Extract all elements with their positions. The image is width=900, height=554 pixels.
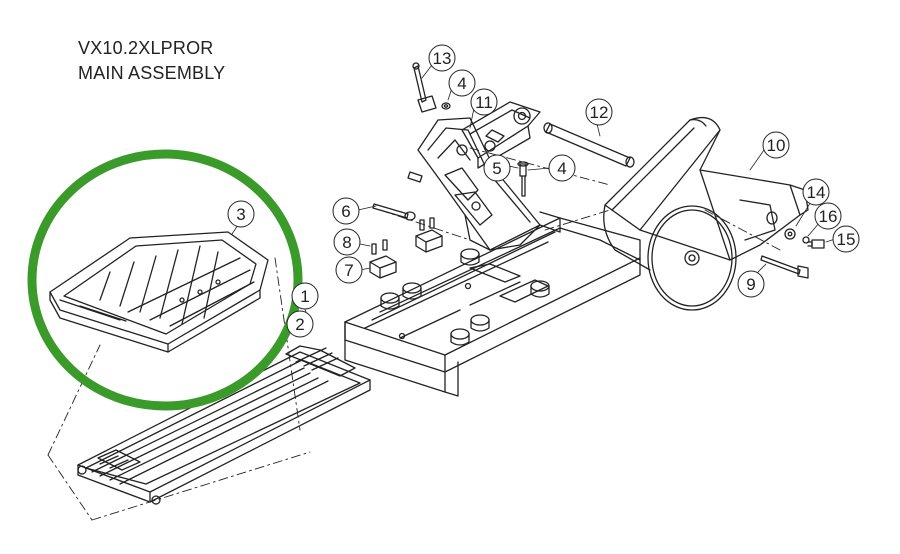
callout-c14: 14 <box>802 178 830 206</box>
callout-circle <box>333 228 361 256</box>
callout-c16: 16 <box>814 202 842 230</box>
callout-number: 13 <box>433 49 452 68</box>
assembly-subtitle: MAIN ASSEMBLY <box>78 63 226 83</box>
callout-number: 16 <box>819 207 838 226</box>
callout-number: 5 <box>492 159 501 178</box>
callout-c4b: 4 <box>548 154 576 182</box>
main-frame <box>344 211 641 397</box>
adjustment-handle <box>412 62 451 113</box>
bolt-15 <box>807 239 825 249</box>
callout-c8: 8 <box>333 228 361 256</box>
spacer-blocks-7 <box>369 229 443 279</box>
platform-part-3 <box>49 231 269 353</box>
callout-circle <box>762 131 790 159</box>
callout-c10: 10 <box>762 131 790 159</box>
guide-rod <box>543 122 635 168</box>
callout-number: 12 <box>590 103 609 122</box>
screws-8 <box>371 217 435 255</box>
callout-number: 4 <box>457 74 466 93</box>
callout-c3: 3 <box>227 200 255 228</box>
rubber-feet <box>380 248 550 346</box>
bolt-9 <box>760 255 809 279</box>
callout-number: 2 <box>295 315 304 334</box>
washer-14 <box>784 228 796 240</box>
callout-number: 3 <box>236 205 245 224</box>
callout-c7: 7 <box>335 256 363 284</box>
callout-circle <box>470 88 498 116</box>
callout-circle <box>428 44 456 72</box>
wheel-motor-assembly <box>603 116 809 311</box>
callout-circle <box>585 98 613 126</box>
callout-c15: 15 <box>832 225 860 253</box>
callout-number: 10 <box>767 136 786 155</box>
bolt-5 <box>517 161 529 197</box>
callout-number: 11 <box>475 93 493 112</box>
callout-c1: 1 <box>291 282 319 310</box>
callout-circle <box>483 154 511 182</box>
callout-number: 15 <box>837 230 856 249</box>
construction-lines <box>47 147 781 521</box>
callout-c11: 11 <box>470 88 498 116</box>
callout-circle <box>291 282 319 310</box>
base-rail <box>77 345 371 505</box>
callout-number: 7 <box>344 261 353 280</box>
callout-circle <box>832 225 860 253</box>
callout-circle <box>227 200 255 228</box>
callout-c2: 2 <box>286 310 314 338</box>
callout-circle <box>332 197 360 225</box>
callout-number: 1 <box>300 287 309 306</box>
callout-number: 8 <box>342 233 351 252</box>
callout-number: 14 <box>807 183 826 202</box>
callout-c9: 9 <box>737 270 765 298</box>
callout-circle <box>448 69 476 97</box>
callout-c12: 12 <box>585 98 613 126</box>
support-tower <box>407 117 561 251</box>
callout-circle <box>737 270 765 298</box>
top-bracket <box>461 101 541 169</box>
part-3-highlight-ring <box>27 149 303 411</box>
callout-c6: 6 <box>332 197 360 225</box>
callout-circle <box>548 154 576 182</box>
bolt-6 <box>372 203 416 221</box>
callout-number: 4 <box>557 159 566 178</box>
callout-circle <box>802 178 830 206</box>
callout-circle <box>814 202 842 230</box>
callout-number: 6 <box>341 202 350 221</box>
callout-circle <box>335 256 363 284</box>
washer-16 <box>802 236 810 244</box>
callout-c4a: 4 <box>448 69 476 97</box>
model-title: VX10.2XLPROR <box>78 38 214 58</box>
callout-c5: 5 <box>483 154 511 182</box>
callout-number: 9 <box>746 275 755 294</box>
callout-c13: 13 <box>428 44 456 72</box>
callout-circle <box>286 310 314 338</box>
